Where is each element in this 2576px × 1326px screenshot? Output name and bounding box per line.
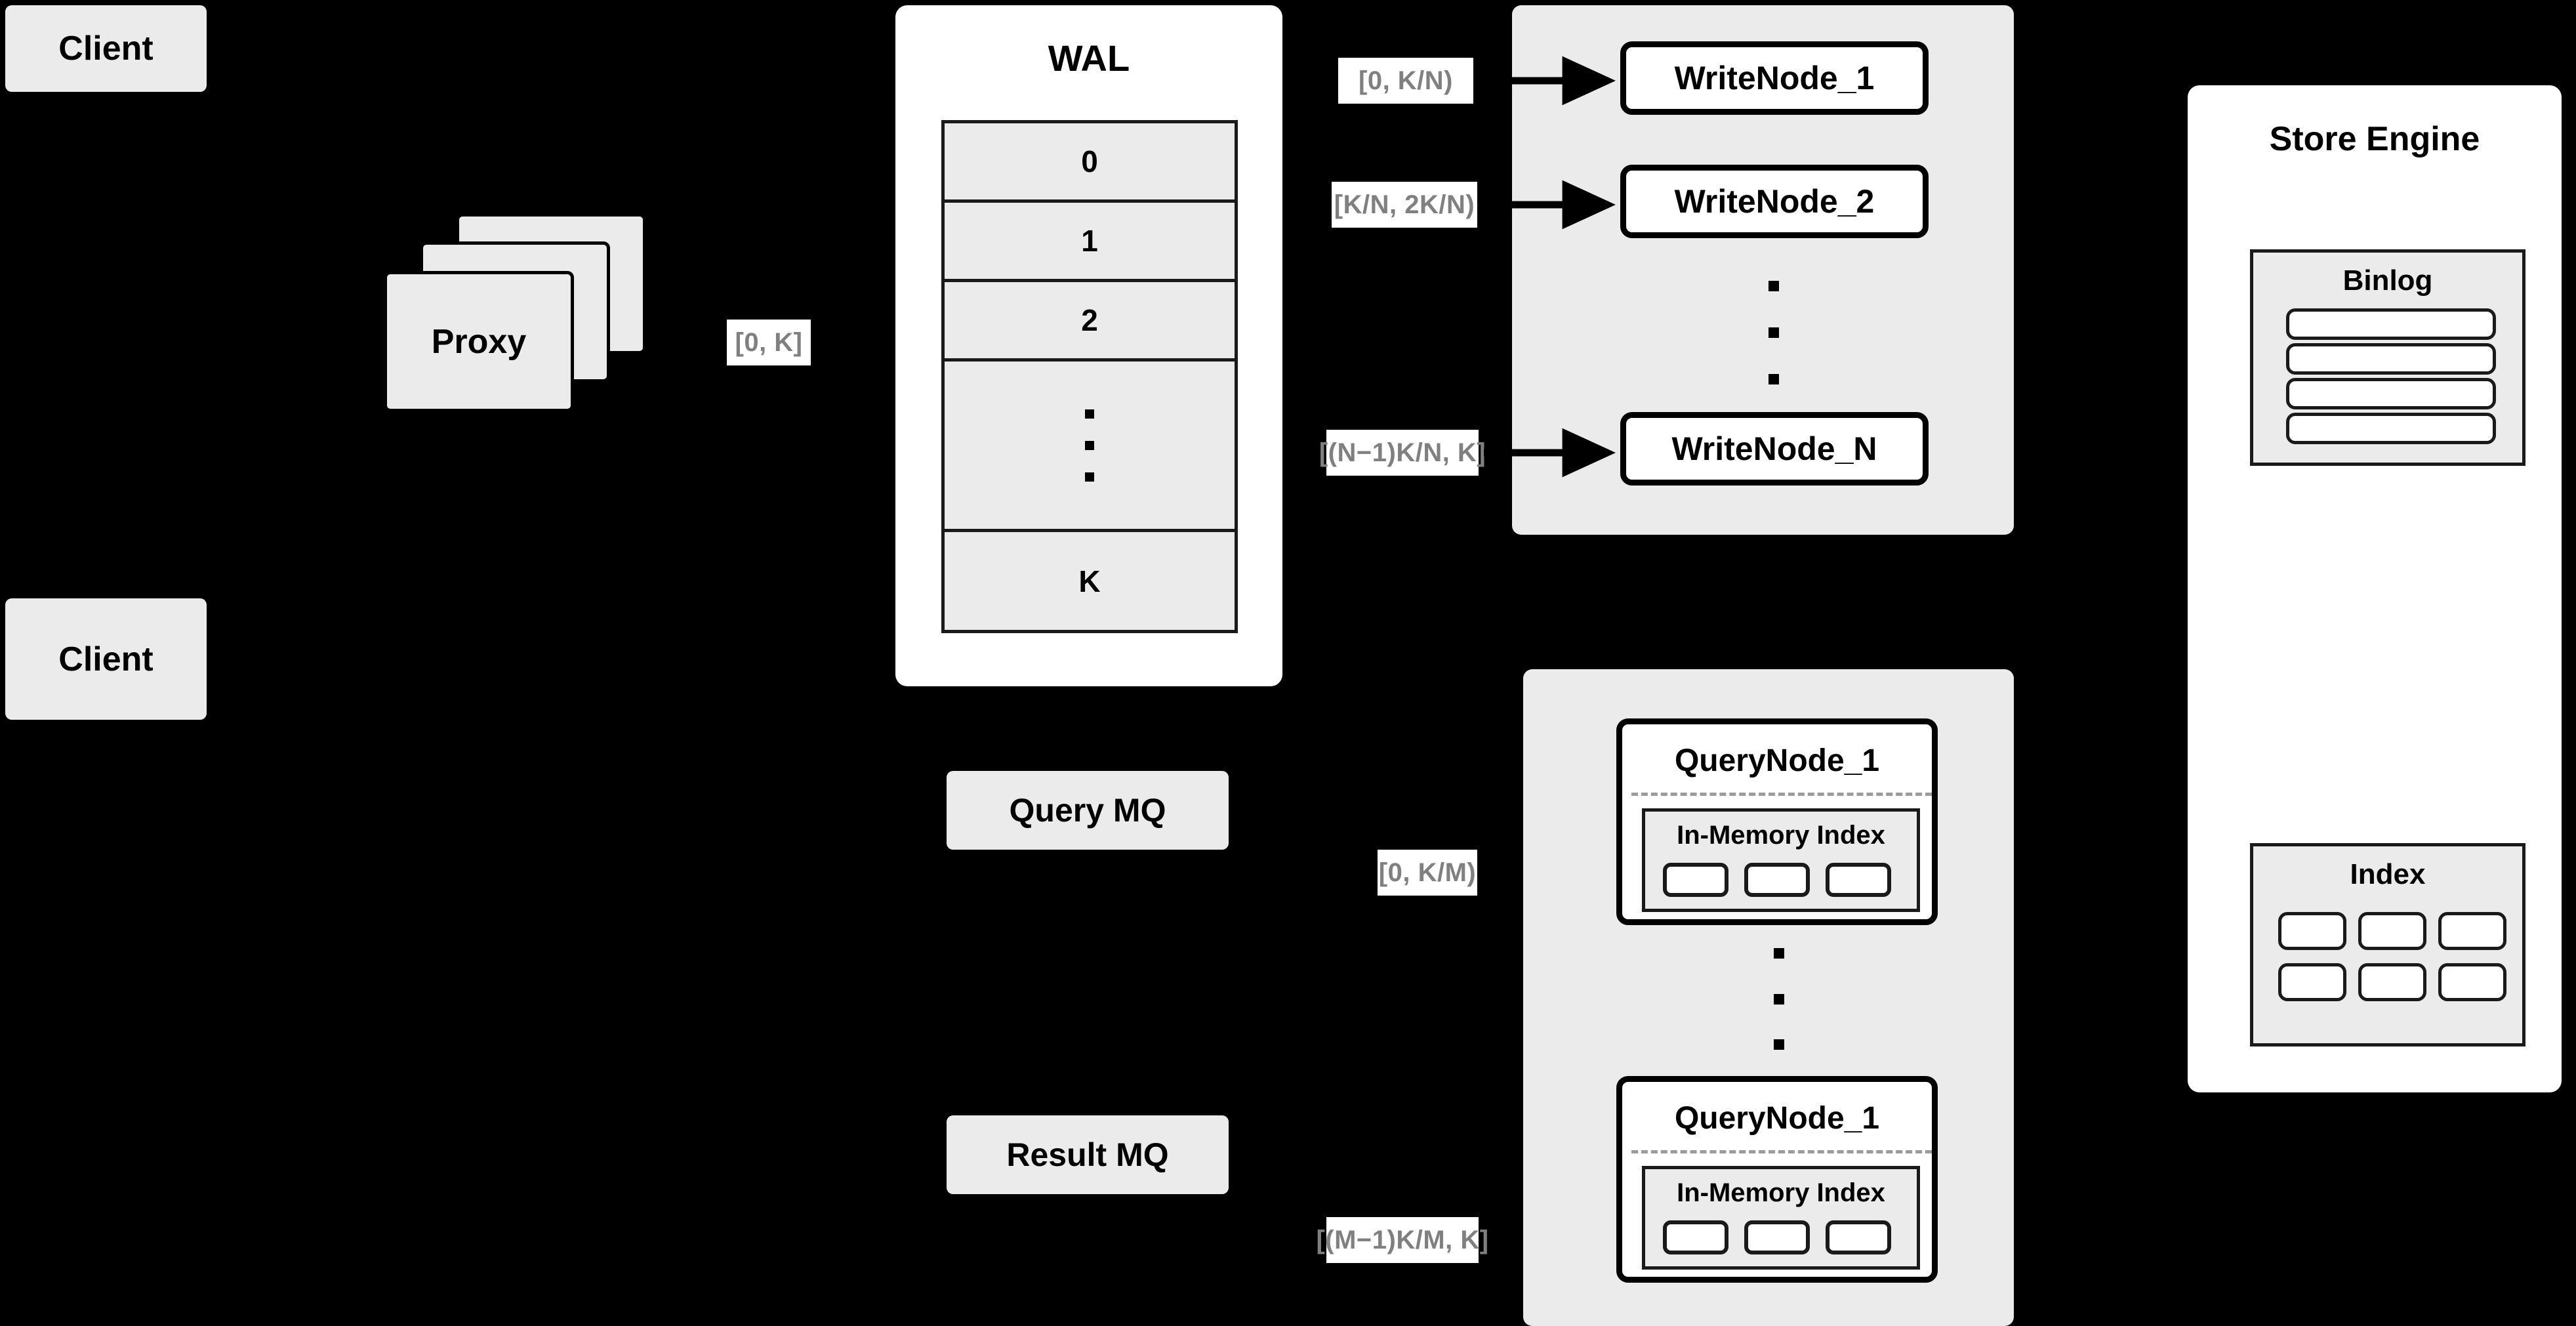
- index-slot[interactable]: [1826, 1220, 1891, 1254]
- in-memory-index-box-1: In-Memory Index: [1642, 808, 1920, 912]
- wal-row-value: 1: [1081, 224, 1098, 258]
- index-slot[interactable]: [1663, 863, 1728, 897]
- index-slot[interactable]: [1663, 1220, 1728, 1254]
- wal-panel: WAL 0 1 2 K: [895, 5, 1282, 686]
- edge-label-write-node-2: [K/N, 2K/N): [1332, 182, 1477, 228]
- write-node-2[interactable]: WriteNode_2: [1620, 165, 1929, 238]
- vertical-ellipsis-icon: [1085, 409, 1094, 482]
- in-memory-index-box-2: In-Memory Index: [1642, 1166, 1920, 1270]
- index-slot[interactable]: [1744, 1220, 1810, 1254]
- store-index-cell[interactable]: [2438, 963, 2506, 1001]
- query-mq-label: Query MQ: [1009, 792, 1166, 829]
- wal-row[interactable]: 0: [945, 123, 1235, 203]
- edge-label-text: [K/N, 2K/N): [1334, 190, 1475, 219]
- edge-label-write-node-1: [0, K/N): [1338, 58, 1473, 104]
- client-label: Client: [58, 640, 153, 678]
- binlog-box: Binlog: [2250, 249, 2525, 466]
- query-cluster-panel: QueryNode_1 In-Memory Index QueryNode_1: [1523, 669, 2014, 1326]
- result-mq-box[interactable]: Result MQ: [947, 1115, 1229, 1194]
- edge-label-text: [(N−1)K/N, K]: [1319, 438, 1486, 467]
- write-node-n[interactable]: WriteNode_N: [1620, 412, 1929, 486]
- wal-row[interactable]: 1: [945, 203, 1235, 282]
- query-cluster-ellipsis-icon: [1774, 948, 1784, 1050]
- edge-label-query-node-1: [0, K/M): [1378, 850, 1477, 896]
- wal-row[interactable]: K: [945, 532, 1235, 630]
- proxy-stack[interactable]: Proxy: [384, 213, 666, 436]
- query-node-divider: [1631, 793, 1932, 796]
- edge-label-query-node-m: [(M−1)K/M, K]: [1316, 1217, 1488, 1263]
- store-index-title: Index: [2350, 858, 2426, 890]
- wal-row[interactable]: 2: [945, 282, 1235, 362]
- in-memory-index-title: In-Memory Index: [1677, 1178, 1885, 1207]
- store-index-box: Index: [2250, 843, 2525, 1046]
- wal-row-value: 0: [1081, 144, 1098, 178]
- wal-row-value: K: [1078, 564, 1101, 598]
- client-box-1[interactable]: Client: [5, 5, 207, 92]
- store-index-cell[interactable]: [2278, 963, 2346, 1001]
- store-engine-panel: Store Engine Binlog Index: [2188, 85, 2562, 1092]
- write-cluster-panel: WriteNode_1 WriteNode_2 WriteNode_N: [1512, 5, 2014, 535]
- result-mq-label: Result MQ: [1006, 1136, 1169, 1173]
- edge-label-text: [0, K/N): [1359, 66, 1453, 95]
- store-index-cell[interactable]: [2358, 912, 2426, 950]
- binlog-row[interactable]: [2286, 308, 2496, 340]
- edge-label-write-node-n: [(N−1)K/N, K]: [1319, 430, 1486, 476]
- edge-label-proxy-to-wal: [0, K]: [727, 320, 811, 365]
- binlog-row-list: [2286, 308, 2496, 444]
- index-slot-row: [1663, 1220, 1891, 1254]
- write-node-1[interactable]: WriteNode_1: [1620, 41, 1929, 115]
- write-cluster-ellipsis-icon: [1768, 281, 1779, 384]
- binlog-row[interactable]: [2286, 343, 2496, 375]
- store-index-cell[interactable]: [2278, 912, 2346, 950]
- wal-table: 0 1 2 K: [941, 120, 1238, 633]
- wal-row-ellipsis: [945, 362, 1235, 532]
- proxy-label: Proxy: [431, 322, 527, 361]
- write-node-label: WriteNode_2: [1674, 183, 1875, 220]
- wal-title: WAL: [1048, 37, 1130, 79]
- store-index-grid: [2278, 912, 2506, 1001]
- store-engine-title: Store Engine: [2269, 120, 2480, 158]
- binlog-title: Binlog: [2342, 264, 2433, 297]
- proxy-card-front[interactable]: Proxy: [384, 271, 574, 412]
- client-box-2[interactable]: Client: [5, 598, 207, 720]
- store-index-cell[interactable]: [2358, 963, 2426, 1001]
- edge-label-text: [(M−1)K/M, K]: [1316, 1225, 1489, 1254]
- in-memory-index-title: In-Memory Index: [1677, 821, 1885, 850]
- edge-label-text: [0, K]: [735, 327, 803, 357]
- client-label: Client: [58, 30, 153, 68]
- store-index-cell[interactable]: [2438, 912, 2506, 950]
- index-slot[interactable]: [1744, 863, 1810, 897]
- query-node-divider: [1631, 1150, 1932, 1153]
- index-slot-row: [1663, 863, 1891, 897]
- query-node-m[interactable]: QueryNode_1 In-Memory Index: [1616, 1076, 1938, 1283]
- write-node-label: WriteNode_N: [1671, 430, 1877, 467]
- binlog-row[interactable]: [2286, 378, 2496, 409]
- index-slot[interactable]: [1826, 863, 1891, 897]
- query-node-1[interactable]: QueryNode_1 In-Memory Index: [1616, 718, 1938, 925]
- query-node-label: QueryNode_1: [1674, 743, 1880, 778]
- binlog-row[interactable]: [2286, 413, 2496, 444]
- query-mq-box[interactable]: Query MQ: [947, 771, 1229, 850]
- wal-row-value: 2: [1081, 303, 1098, 337]
- write-node-label: WriteNode_1: [1674, 60, 1875, 96]
- query-node-label: QueryNode_1: [1674, 1101, 1880, 1136]
- edge-label-text: [0, K/M): [1378, 858, 1477, 887]
